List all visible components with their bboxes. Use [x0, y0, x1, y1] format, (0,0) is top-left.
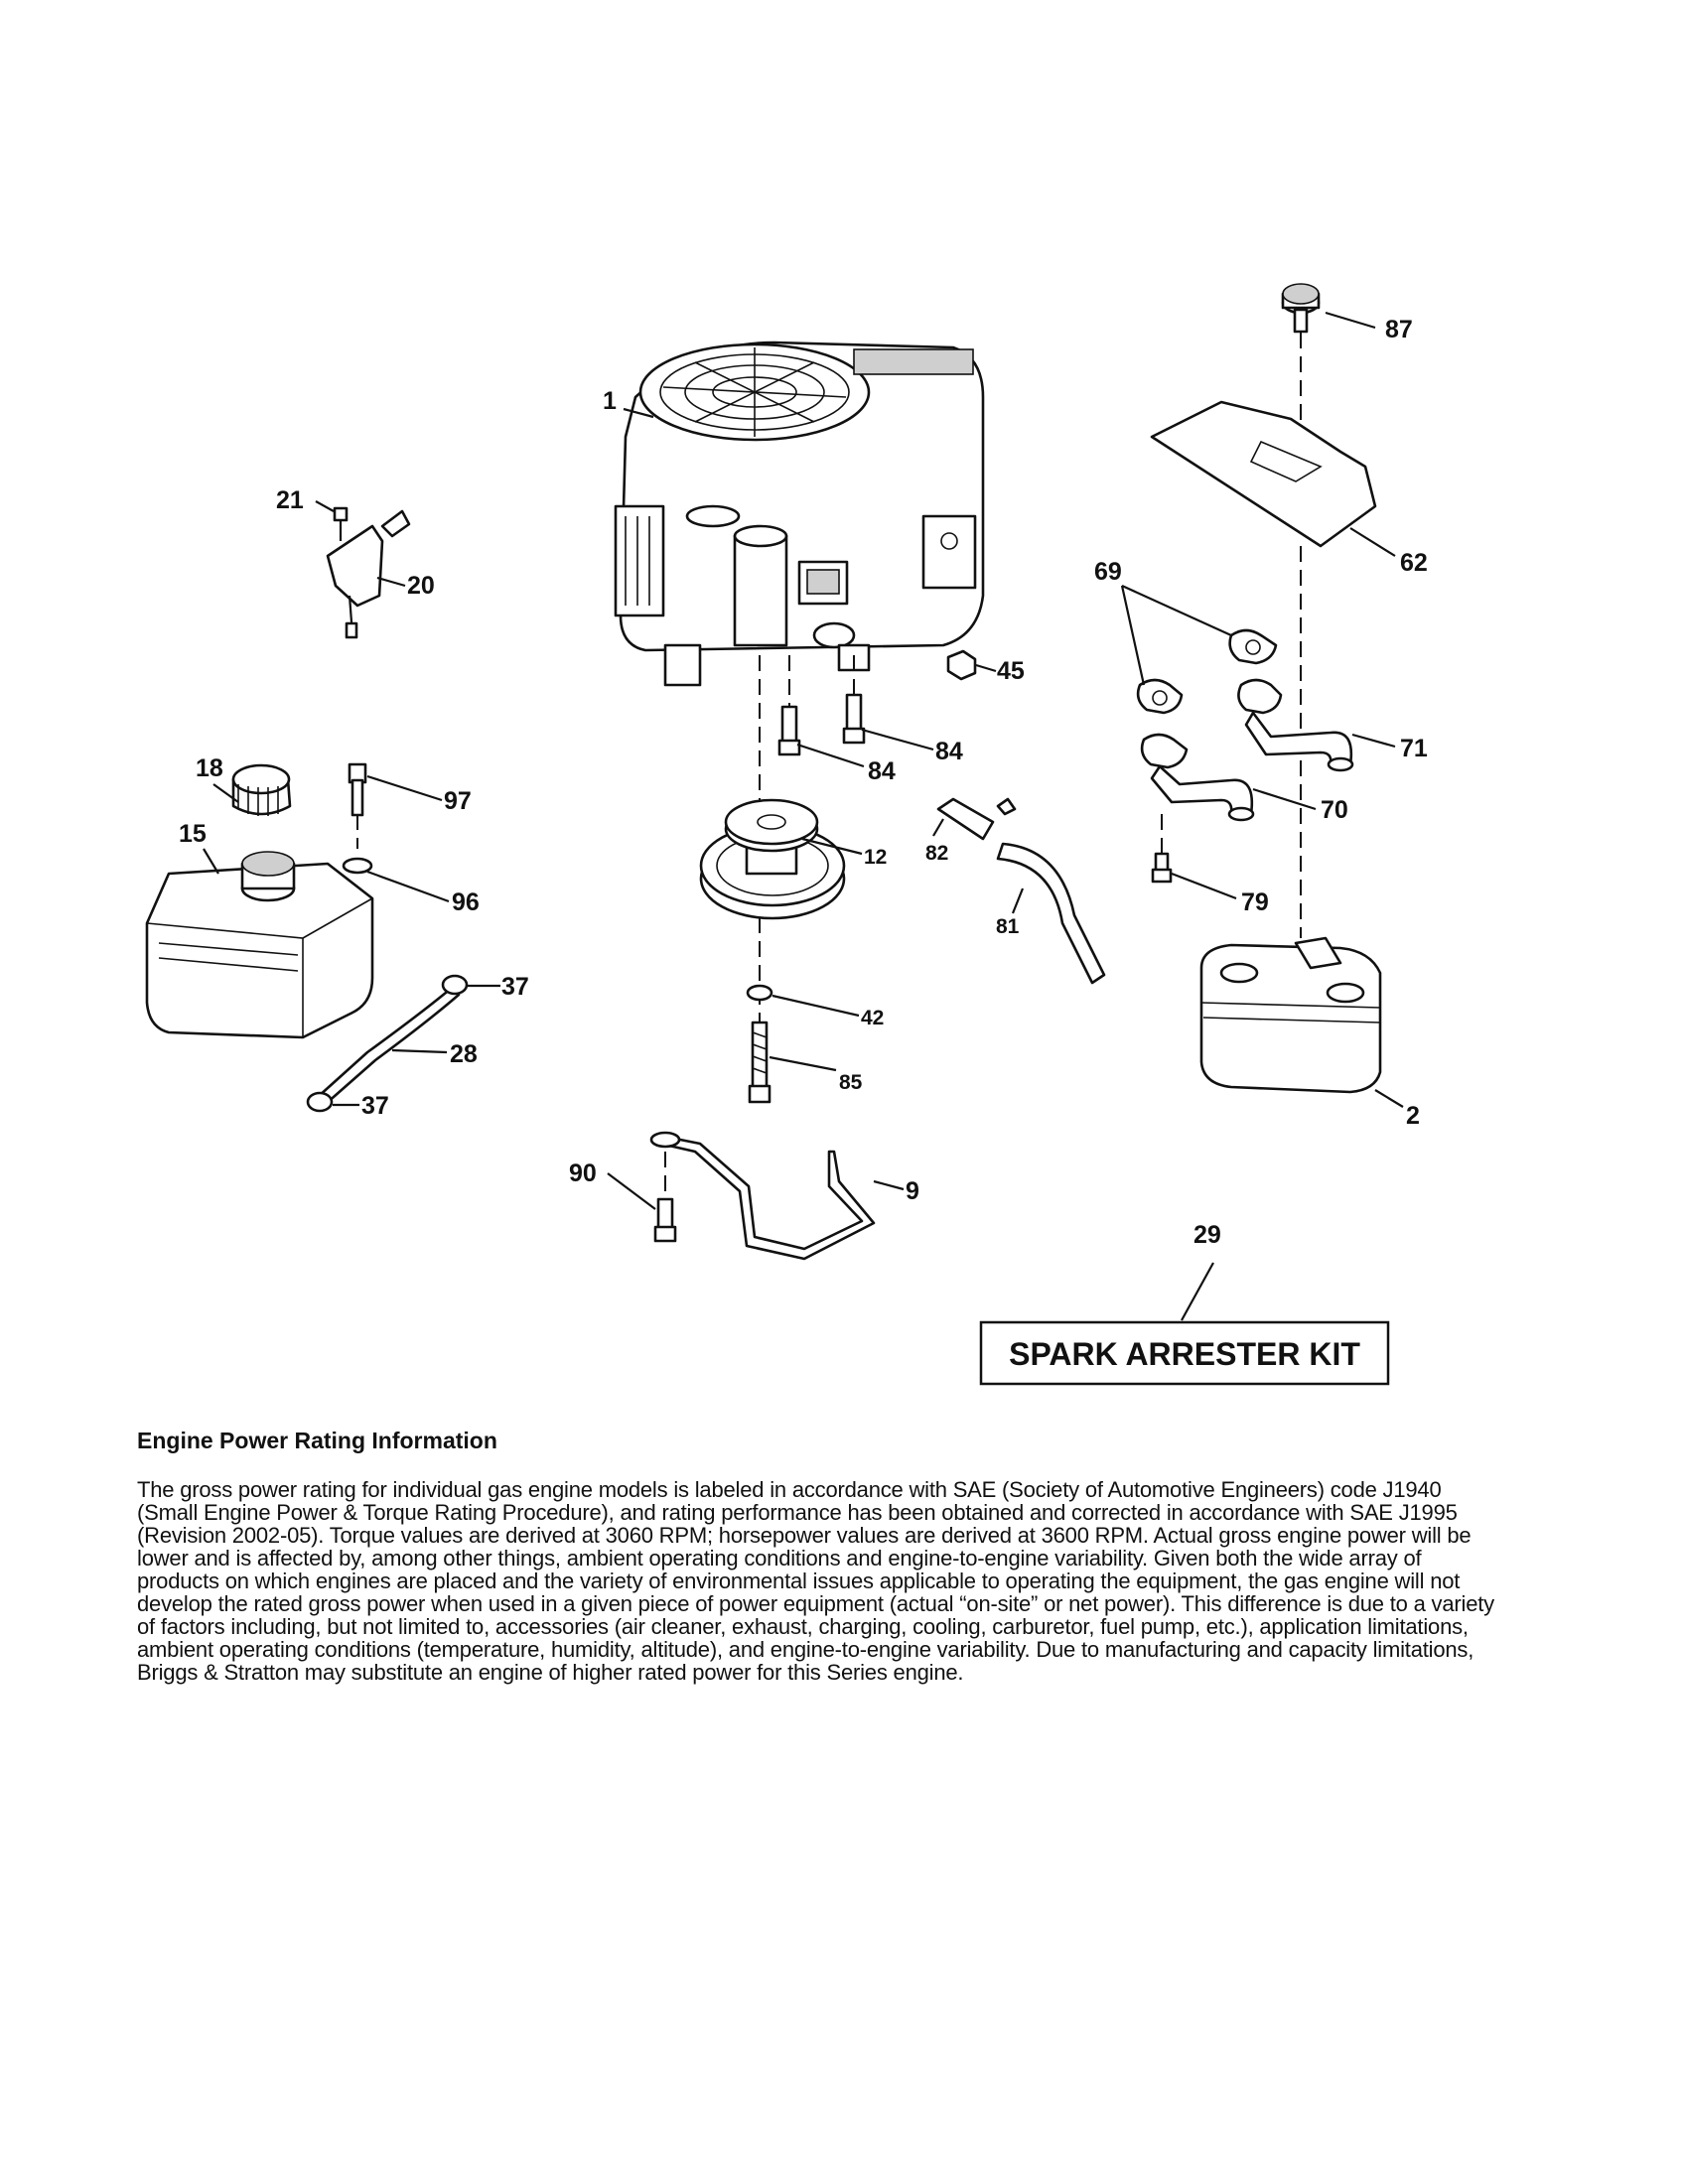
part-label-84a: 84 [935, 738, 963, 765]
bolt-97-part [348, 762, 367, 817]
heat-shield-part [1150, 400, 1377, 548]
engine-parts-diagram: SPARK ARRESTER KIT 1 21 20 18 15 97 96 3… [145, 283, 1428, 1386]
part-label-79: 79 [1241, 888, 1269, 916]
part-label-96: 96 [452, 888, 480, 916]
part-label-2: 2 [1406, 1102, 1420, 1130]
muffler-part [1199, 936, 1382, 1094]
bracket-20-part [326, 506, 411, 639]
info-heading: Engine Power Rating Information [137, 1428, 497, 1453]
fitting-82-part [936, 797, 1017, 841]
part-label-70: 70 [1321, 796, 1348, 824]
gasket-69b-part [1136, 678, 1184, 715]
part-label-69: 69 [1094, 558, 1122, 586]
clamp-37a-part [441, 974, 469, 996]
nut-45-part [946, 649, 977, 681]
part-label-45: 45 [997, 657, 1025, 685]
part-label-12: 12 [864, 846, 887, 869]
part-label-81: 81 [996, 915, 1020, 938]
pulley-part [699, 798, 846, 920]
part-label-18: 18 [196, 754, 223, 782]
part-label-84b: 84 [868, 757, 896, 785]
part-label-29: 29 [1193, 1221, 1221, 1249]
engine-part [614, 341, 985, 687]
part-label-97: 97 [444, 787, 472, 815]
fuel-tank-part [145, 851, 374, 1039]
part-label-82: 82 [925, 842, 948, 865]
part-label-37b: 37 [361, 1092, 389, 1120]
pipe-70-part [1140, 733, 1255, 822]
washer-96-part [342, 857, 373, 875]
pipe-71-part [1237, 678, 1354, 772]
part-label-20: 20 [407, 572, 435, 600]
knob-87-part [1281, 283, 1321, 334]
part-label-21: 21 [276, 486, 304, 514]
bolt-90-part [653, 1197, 677, 1243]
part-label-42: 42 [861, 1007, 884, 1029]
part-label-28: 28 [450, 1040, 478, 1068]
hose-81-part [996, 842, 1106, 985]
engine-power-info: Engine Power Rating Information The gros… [137, 1428, 1507, 1684]
part-label-37a: 37 [501, 973, 529, 1001]
info-body: The gross power rating for individual ga… [137, 1477, 1494, 1685]
part-label-62: 62 [1400, 549, 1428, 577]
part-label-71: 71 [1400, 735, 1428, 762]
bolt-84-part [777, 705, 801, 756]
bolt-79-part [1151, 852, 1173, 884]
bolt-85-part [748, 1021, 772, 1104]
spark-arrester-kit-label: SPARK ARRESTER KIT [1009, 1336, 1360, 1372]
washer-42-part [746, 984, 773, 1002]
part-label-9: 9 [906, 1177, 919, 1205]
clamp-37b-part [306, 1091, 334, 1113]
fuel-cap-part [231, 763, 292, 816]
part-label-90: 90 [569, 1160, 597, 1187]
bolt-84b-part [842, 693, 866, 745]
rod-9-part [658, 1135, 876, 1261]
part-label-85: 85 [839, 1071, 863, 1094]
part-label-87: 87 [1385, 316, 1413, 343]
part-label-1: 1 [603, 387, 617, 415]
gasket-69a-part [1228, 628, 1278, 665]
spark-arrester-kit-box [979, 1320, 1390, 1386]
part-label-15: 15 [179, 820, 207, 848]
